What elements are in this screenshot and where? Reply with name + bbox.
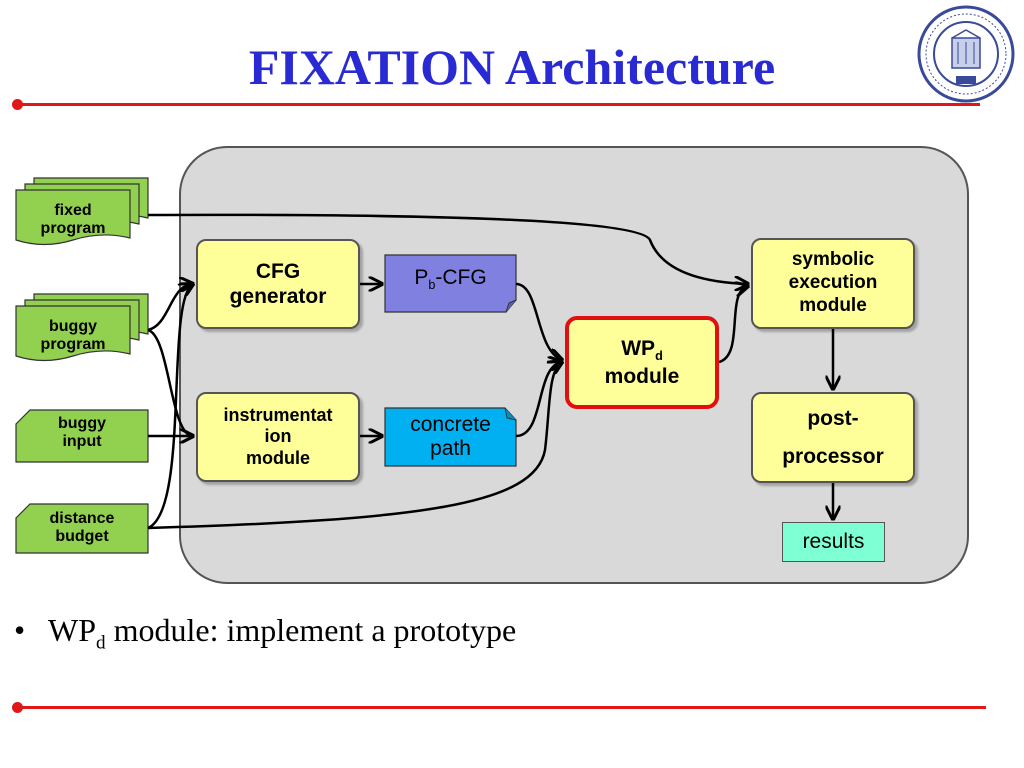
top-divider: [12, 99, 980, 110]
fixed-program-label: fixed program: [16, 198, 130, 242]
pb-cfg-main: P: [414, 265, 429, 289]
concrete-path-doc: [384, 407, 517, 467]
fixed-program-doc: [15, 177, 149, 246]
fixed-program-line1: fixed: [54, 201, 92, 219]
wp-module-line2: module: [604, 365, 680, 389]
bottom-divider: [12, 702, 986, 713]
bullet-symbol: •: [14, 612, 26, 648]
distance-budget-label: distance budget: [16, 506, 148, 550]
results-box: results: [782, 522, 885, 562]
instrumentation-line1: instrumentat: [223, 404, 333, 425]
arrow-wp-to-symbolic: [718, 286, 748, 364]
instrumentation-line3: module: [245, 447, 310, 468]
pb-cfg-doc: [384, 254, 517, 313]
instrumentation-line2: ion: [264, 426, 292, 447]
pb-cfg-rest: -CFG: [435, 265, 487, 289]
cfg-generator-line1: CFG: [255, 259, 301, 283]
symbolic-line2: execution: [788, 272, 878, 294]
slide-title: FIXATION Architecture: [248, 39, 776, 95]
symbolic-line3: module: [799, 294, 867, 316]
arrow-budget-to-cfg: [147, 284, 193, 530]
symbolic-execution-box: symbolic execution module: [751, 238, 915, 329]
wp-main: WP: [621, 336, 656, 360]
wp-sub: d: [655, 348, 663, 363]
concrete-path-line1: concrete: [410, 412, 491, 436]
arrow-path-to-wp: [515, 362, 562, 438]
pb-cfg-sub: b: [428, 277, 436, 292]
distance-budget-line1: distance: [49, 509, 115, 527]
buggy-input-card: [15, 409, 149, 463]
arrow-budget-to-wp: [147, 362, 562, 530]
bullet-wp-sub: d: [96, 632, 106, 654]
post-processor-line2: processor: [782, 444, 884, 468]
fixed-program-line2: program: [40, 220, 106, 237]
uc-davis-seal-icon: [917, 5, 1015, 103]
buggy-input-label: buggy input: [16, 410, 148, 456]
instrumentation-module-box: instrumentat ion module: [196, 392, 360, 482]
cfg-generator-box: CFG generator: [196, 239, 360, 329]
symbolic-line1: symbolic: [791, 249, 875, 271]
arrow-pbcfg-to-wp: [515, 282, 562, 360]
buggy-program-line1: buggy: [49, 317, 97, 335]
post-processor-line1: post-: [807, 406, 859, 430]
distance-budget-card: [15, 503, 149, 554]
wp-module-box: WPd module: [565, 316, 719, 409]
bullet-rest: module: implement a prototype: [105, 612, 517, 648]
buggy-program-label: buggy program: [16, 314, 130, 358]
buggy-program-line2: program: [40, 336, 106, 353]
buggy-program-doc: [15, 293, 149, 362]
cfg-generator-line2: generator: [229, 285, 327, 308]
post-processor-box: post- processor: [751, 392, 915, 483]
bullet-wp: WP: [48, 612, 96, 648]
arrow-buggy-to-instrumentation: [147, 328, 193, 436]
arrow-fixed-to-symbolic: [147, 213, 748, 284]
buggy-input-line2: input: [62, 433, 102, 450]
pb-cfg-label: Pb-CFG: [385, 258, 516, 300]
concrete-path-line2: path: [430, 437, 471, 460]
buggy-input-line1: buggy: [58, 414, 106, 432]
bullet-point: • WPd module: implement a prototype: [14, 612, 516, 654]
distance-budget-line2: budget: [55, 528, 109, 545]
concrete-path-label: concrete path: [385, 412, 516, 462]
